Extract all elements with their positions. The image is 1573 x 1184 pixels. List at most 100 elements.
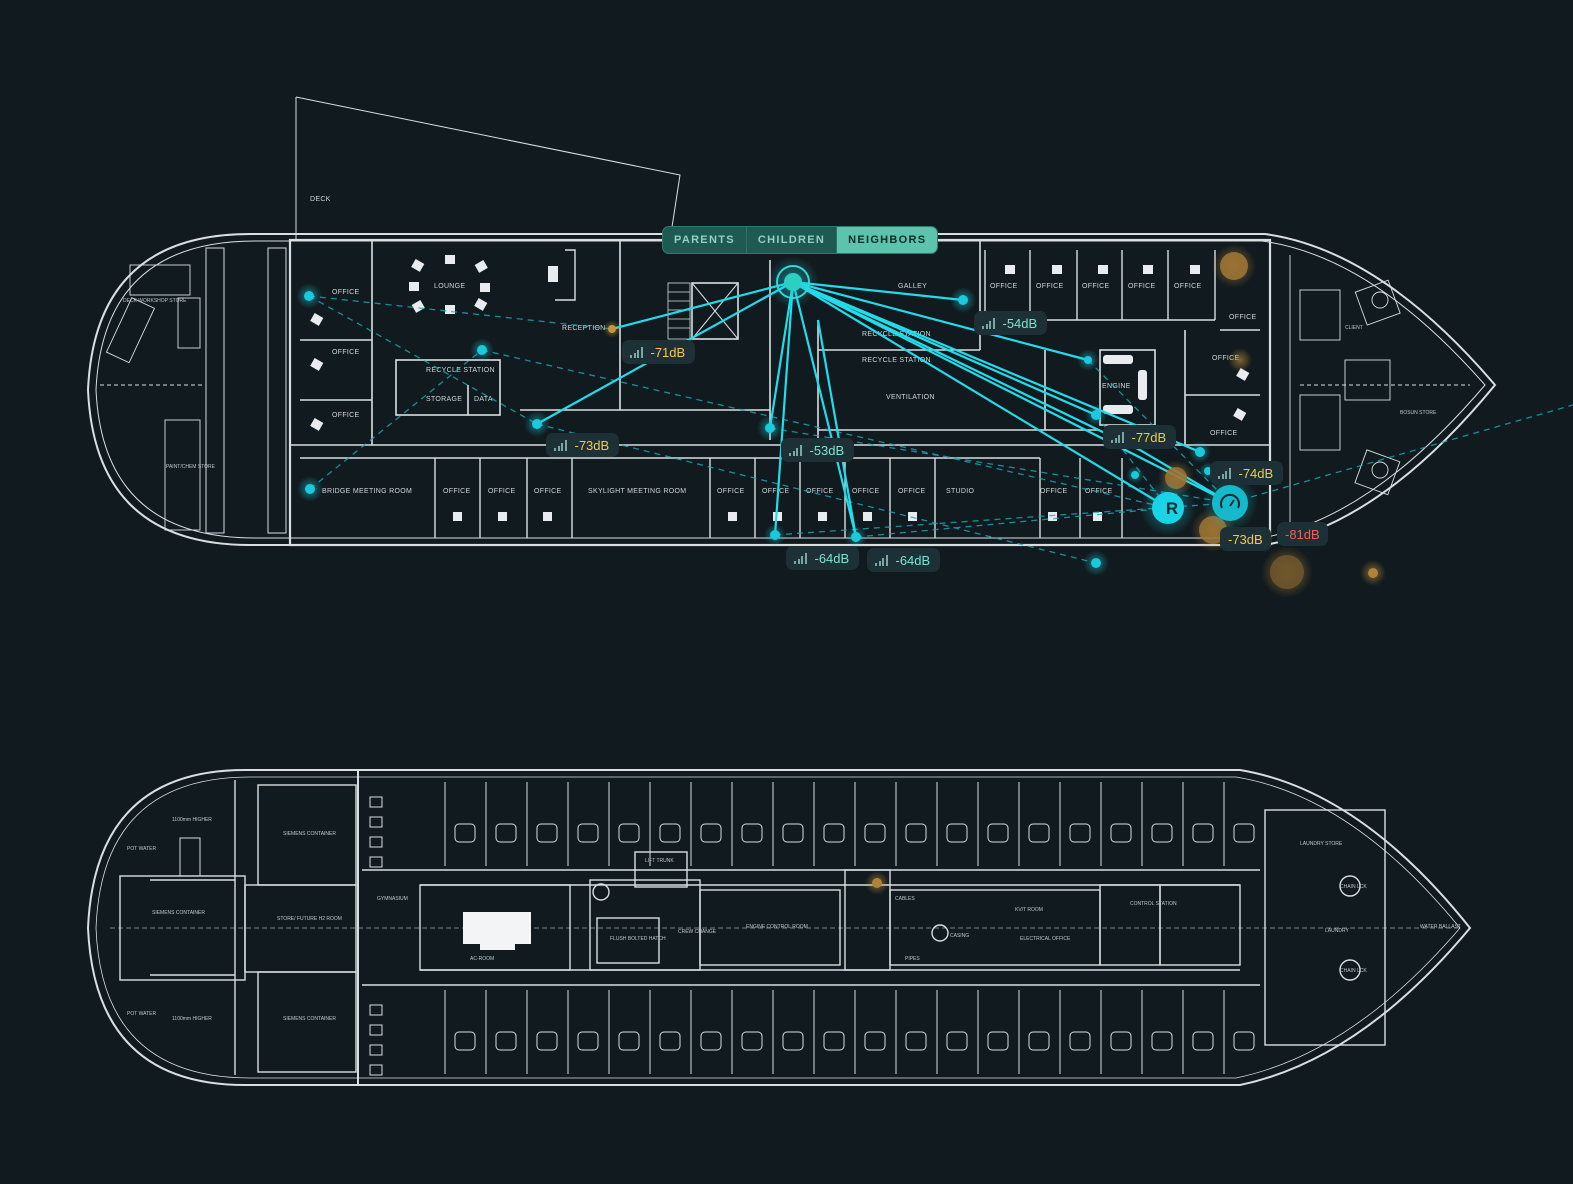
svg-text:SIEMENS CONTAINER: SIEMENS CONTAINER (152, 910, 205, 916)
signal-value: -74dB (1238, 465, 1274, 481)
cabin-bed (1110, 823, 1132, 843)
signal-badge[interactable]: -73dB (1220, 527, 1271, 551)
neighbor-links (536, 280, 1231, 538)
svg-text:RECEPTION: RECEPTION (562, 325, 606, 332)
cabin-bed (495, 823, 517, 843)
svg-text:LIFT TRUNK: LIFT TRUNK (645, 858, 674, 864)
signal-bars-icon (982, 317, 995, 329)
cabin-bed (823, 1031, 845, 1051)
cabin-bed (1192, 823, 1214, 843)
cabin-bed (495, 1031, 517, 1051)
signal-badge[interactable]: -53dB (781, 438, 855, 462)
signal-bars-icon (630, 346, 643, 358)
svg-text:OFFICE: OFFICE (852, 488, 879, 495)
cabin-bed (700, 823, 722, 843)
gym-equipment (369, 816, 383, 828)
svg-text:DECK: DECK (310, 196, 331, 203)
svg-text:ELECTRICAL OFFICE: ELECTRICAL OFFICE (1020, 936, 1071, 942)
signal-badge[interactable]: -64dB (786, 546, 860, 570)
signal-badge[interactable]: -77dB (1103, 425, 1177, 449)
cabin-bed (1069, 1031, 1091, 1051)
root-node-label[interactable]: R (1165, 499, 1179, 518)
cabin-bed (536, 823, 558, 843)
gym-equipment (369, 856, 383, 868)
signal-badge[interactable]: -64dB (867, 548, 941, 572)
svg-text:STORAGE: STORAGE (426, 396, 462, 403)
svg-text:OFFICE: OFFICE (534, 488, 561, 495)
signal-badge[interactable]: -71dB (622, 340, 696, 364)
svg-text:OFFICE: OFFICE (898, 488, 925, 495)
svg-text:ENGINE CONTROL ROOM: ENGINE CONTROL ROOM (746, 924, 808, 930)
cabin-bed (1110, 1031, 1132, 1051)
svg-text:FLUSH BOLTED HATCH: FLUSH BOLTED HATCH (610, 936, 666, 942)
warning-nodes[interactable] (603, 244, 1386, 895)
signal-bars-icon (875, 554, 888, 566)
cabin-bed (823, 823, 845, 843)
svg-text:GYMNASIUM: GYMNASIUM (377, 896, 408, 902)
signal-bars-icon (789, 444, 802, 456)
svg-text:OFFICE: OFFICE (1040, 488, 1067, 495)
cabin-bed (700, 1031, 722, 1051)
svg-text:CHAIN LCK: CHAIN LCK (1340, 884, 1367, 890)
svg-text:OFFICE: OFFICE (1128, 283, 1155, 290)
cabin-bed (782, 1031, 804, 1051)
gauge-icon (1270, 555, 1304, 589)
svg-text:OFFICE: OFFICE (443, 488, 470, 495)
cabin-bed (864, 1031, 886, 1051)
svg-text:AC-ROOM: AC-ROOM (470, 956, 494, 962)
signal-value: -73dB (574, 437, 610, 453)
signal-value: -53dB (809, 442, 845, 458)
signal-badge[interactable]: -74dB (1210, 461, 1284, 485)
svg-text:SIEMENS CONTAINER: SIEMENS CONTAINER (283, 1016, 336, 1022)
cabin-bed (1028, 1031, 1050, 1051)
signal-value: -81dB (1285, 526, 1320, 542)
svg-text:OFFICE: OFFICE (332, 349, 359, 356)
cabin-bed (454, 1031, 476, 1051)
cabin-bed (1233, 823, 1255, 843)
cabin-bed (905, 1031, 927, 1051)
svg-text:OFFICE: OFFICE (717, 488, 744, 495)
cabin-bed (536, 1031, 558, 1051)
svg-text:WATER BALLAST: WATER BALLAST (1420, 924, 1461, 930)
gym-equipment (369, 1064, 383, 1076)
cabin-bed (1151, 823, 1173, 843)
svg-text:CASING: CASING (950, 933, 969, 939)
network-nodes[interactable] (296, 256, 1258, 576)
svg-text:CABLES: CABLES (895, 896, 915, 902)
gym-equipment (369, 1004, 383, 1016)
tab-parents[interactable]: PARENTS (663, 227, 747, 253)
svg-text:OFFICE: OFFICE (332, 289, 359, 296)
svg-text:SIEMENS CONTAINER: SIEMENS CONTAINER (283, 831, 336, 837)
signal-badge[interactable]: -54dB (974, 311, 1048, 335)
signal-bars-icon (1218, 467, 1231, 479)
svg-text:LAUNDRY: LAUNDRY (1325, 928, 1349, 934)
tab-children[interactable]: CHILDREN (747, 227, 838, 253)
svg-text:VENTILATION: VENTILATION (886, 394, 935, 401)
svg-text:BOSUN STORE: BOSUN STORE (1400, 410, 1437, 416)
signal-value: -54dB (1002, 315, 1038, 331)
cabin-bed (946, 823, 968, 843)
cabin-bed (905, 823, 927, 843)
signal-badge[interactable]: -73dB (546, 433, 620, 457)
cabin-bed (946, 1031, 968, 1051)
svg-text:OFFICE: OFFICE (332, 412, 359, 419)
svg-text:OFFICE: OFFICE (1212, 355, 1239, 362)
gym-equipment (369, 796, 383, 808)
svg-text:DECK WORKSHOP STORE: DECK WORKSHOP STORE (123, 298, 187, 304)
svg-text:OFFICE: OFFICE (806, 488, 833, 495)
svg-text:1100mm HIGHER: 1100mm HIGHER (172, 817, 212, 823)
svg-text:RECYCLE STATION: RECYCLE STATION (862, 357, 931, 364)
svg-text:PAINT/CHEM STORE: PAINT/CHEM STORE (166, 464, 216, 470)
svg-text:OFFICE: OFFICE (1229, 314, 1256, 321)
svg-text:OFFICE: OFFICE (488, 488, 515, 495)
signal-bars-icon (794, 552, 807, 564)
cabin-bed (782, 823, 804, 843)
svg-text:CHAIN LCK: CHAIN LCK (1340, 968, 1367, 974)
signal-badge[interactable]: -81dB (1277, 522, 1328, 546)
lower-deck-plan (86, 769, 1472, 1086)
signal-value: -71dB (650, 344, 686, 360)
cabin-bed (741, 1031, 763, 1051)
tab-neighbors[interactable]: NEIGHBORS (837, 227, 938, 253)
cabin-bed (618, 823, 640, 843)
